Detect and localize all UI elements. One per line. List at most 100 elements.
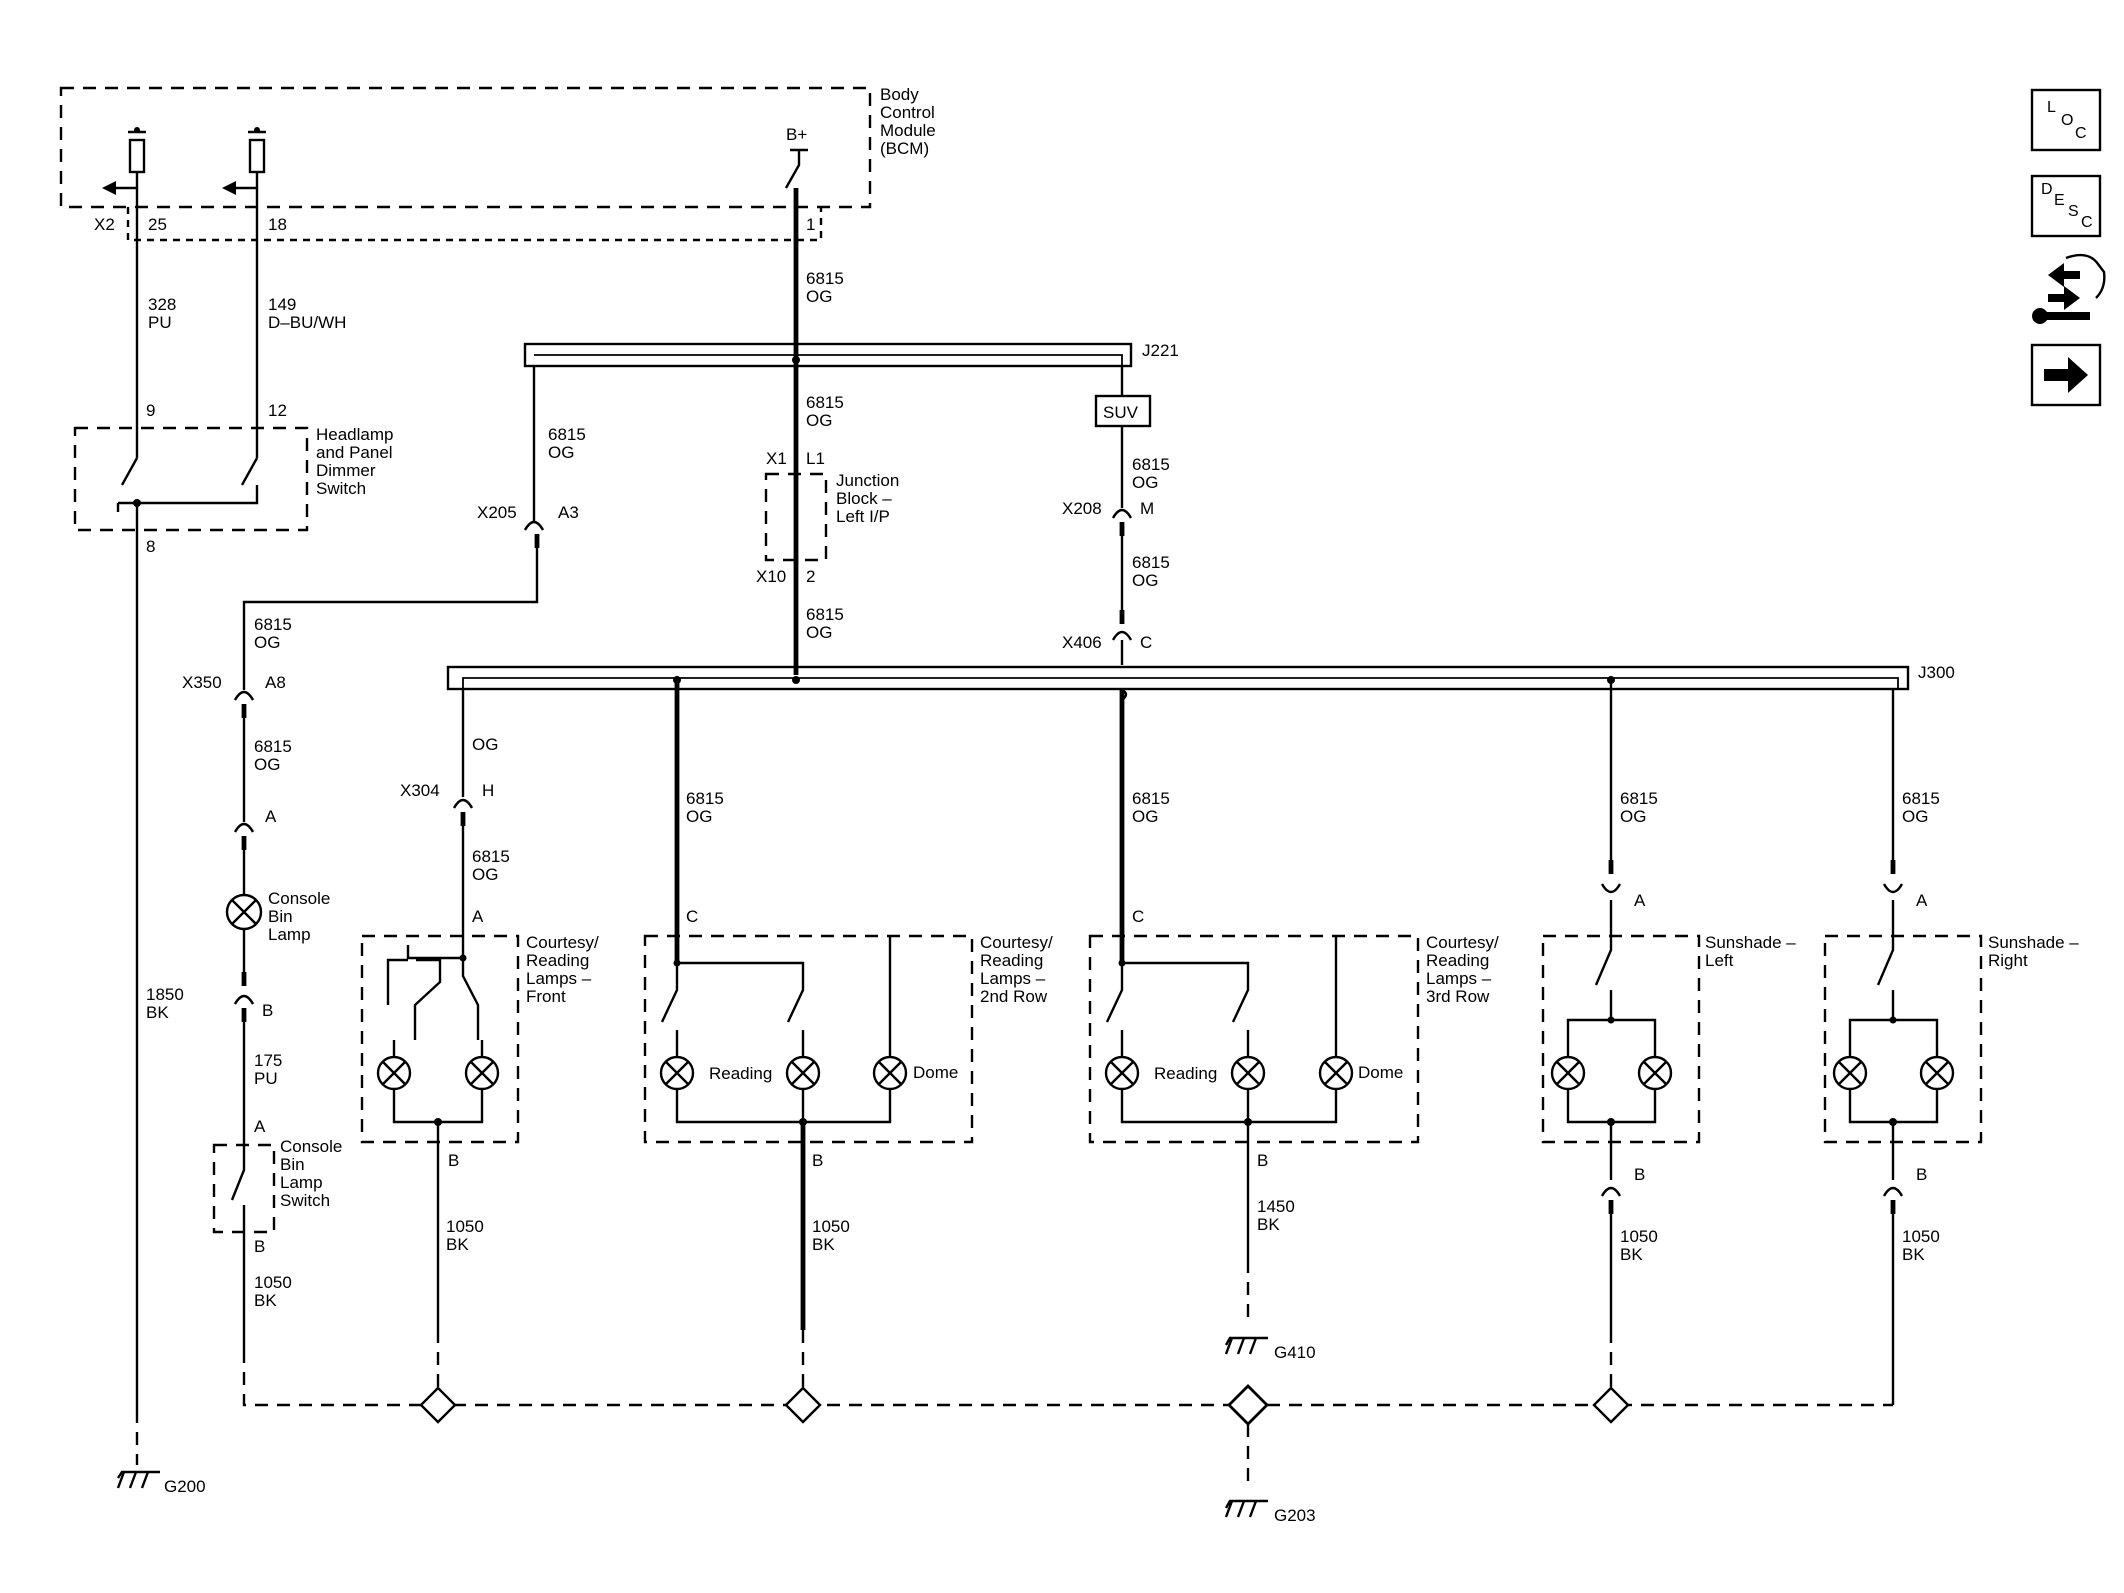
wire-6815-a-color: OG xyxy=(806,287,832,306)
wire-6815-e-num: 6815 xyxy=(254,615,292,634)
junction-block-left-ip: X1 L1 Junction Block – Left I/P X10 2 xyxy=(756,449,899,586)
headlamp-dimmer-switch: Headlamp and Panel Dimmer Switch xyxy=(73,425,394,532)
console-bin-lamp: Console Bin Lamp xyxy=(225,889,330,944)
loc-letter-l: L xyxy=(2047,99,2056,116)
row3-pin-c: C xyxy=(1132,907,1144,926)
console-lamp-title-1: Console xyxy=(268,889,330,908)
wire-175-color: PU xyxy=(254,1069,278,1088)
row2-pin-c: C xyxy=(686,907,698,926)
wire-1050-c-color: BK xyxy=(812,1235,835,1254)
wire-175-num: 175 xyxy=(254,1051,282,1070)
wire-6815-d-num: 6815 xyxy=(548,425,586,444)
wire-1450-color: BK xyxy=(1257,1215,1280,1234)
wire-1050-d-color: BK xyxy=(1620,1245,1643,1264)
bplus-label: B+ xyxy=(786,125,807,144)
sunleft-bulb-1 xyxy=(1550,1055,1586,1091)
sunright-pin-b: B xyxy=(1916,1165,1927,1184)
jblock-l1: L1 xyxy=(806,449,825,468)
description-nav-button[interactable]: D E S C xyxy=(2030,174,2102,238)
row3-bulb-reading-right xyxy=(1230,1055,1266,1091)
connector-x350: X350 A8 xyxy=(182,673,286,718)
j221-label: J221 xyxy=(1142,341,1179,360)
sunleft-conn-b xyxy=(1600,1186,1622,1197)
junction-j221: J221 xyxy=(523,341,1179,368)
wire-1050-a-num: 1050 xyxy=(254,1273,292,1292)
jblock-x10: X10 xyxy=(756,567,786,586)
loc-letter-o: O xyxy=(2061,112,2073,129)
row2-reading-label: Reading xyxy=(709,1064,772,1083)
wire-6815-h-num: 6815 xyxy=(1132,553,1170,572)
wire-6815-l-num: 6815 xyxy=(1620,789,1658,808)
row2-bulb-reading-right xyxy=(785,1055,821,1091)
wire-1050-a-color: BK xyxy=(254,1291,277,1310)
ground-g410: G410 xyxy=(1224,1336,1316,1362)
row3-title-2: Reading xyxy=(1426,951,1489,970)
j300-label: J300 xyxy=(1918,663,1955,682)
wire-6815-g-num: 6815 xyxy=(1132,455,1170,474)
next-arrow-button[interactable] xyxy=(2030,343,2102,407)
x205-label: X205 xyxy=(477,503,517,522)
console-switch-title-1: Console xyxy=(280,1137,342,1156)
sunleft-title-2: Left xyxy=(1705,951,1734,970)
x350-label: X350 xyxy=(182,673,222,692)
jblock-pin-2: 2 xyxy=(806,567,815,586)
wire-6815-i-num: 6815 xyxy=(472,847,510,866)
connector-console-lamp-b: B xyxy=(233,994,273,1022)
location-nav-button[interactable]: L O C xyxy=(2030,88,2102,152)
sunleft-bulb-2 xyxy=(1637,1055,1673,1091)
bcm-title-4: (BCM) xyxy=(880,139,929,158)
wire-328-num: 328 xyxy=(148,295,176,314)
wire-149-color: D–BU/WH xyxy=(268,313,346,332)
x208-pin: M xyxy=(1140,499,1154,518)
wire-6815-d-color: OG xyxy=(548,443,574,462)
ground-splice-3 xyxy=(1227,1384,1269,1426)
bcm-output-driver-1 xyxy=(102,127,146,195)
jblock-x1: X1 xyxy=(766,449,787,468)
x205-pin: A3 xyxy=(558,503,579,522)
wire-6815-k-color: OG xyxy=(1132,807,1158,826)
bcm-pin-1: 1 xyxy=(806,215,815,234)
wire-6815-a-num: 6815 xyxy=(806,269,844,288)
front-title-3: Lamps – xyxy=(526,969,592,988)
wire-1050-b-num: 1050 xyxy=(446,1217,484,1236)
bcm-title-2: Control xyxy=(880,103,935,122)
front-pin-a: A xyxy=(472,907,484,926)
x350-pin: A8 xyxy=(265,673,286,692)
wire-1050-b-color: BK xyxy=(446,1235,469,1254)
wire-6815-g-color: OG xyxy=(1132,473,1158,492)
bcm-pin-25: 25 xyxy=(148,215,167,234)
suv-label: SUV xyxy=(1103,403,1139,422)
wire-6815-j-num: 6815 xyxy=(686,789,724,808)
row3-bulb-reading-left xyxy=(1104,1055,1140,1091)
wire-6815-k-num: 6815 xyxy=(1132,789,1170,808)
console-switch-title-4: Switch xyxy=(280,1191,330,1210)
x304-pin: H xyxy=(482,781,494,800)
junction-j300: J300 xyxy=(446,663,1955,691)
row3-title-1: Courtesy/ xyxy=(1426,933,1499,952)
row2-title-2: Reading xyxy=(980,951,1043,970)
bcm-connector-x2: X2 xyxy=(94,215,115,234)
wire-1850-color: BK xyxy=(146,1003,169,1022)
ground-g203: G203 xyxy=(1224,1499,1316,1525)
sunshade-left: Sunshade – Left xyxy=(1541,900,1796,1144)
row3-pin-b: B xyxy=(1257,1151,1268,1170)
connector-repair-icon[interactable] xyxy=(2032,253,2106,324)
bplus-switch xyxy=(784,148,808,189)
row3-title-3: Lamps – xyxy=(1426,969,1492,988)
console-switch-pin-b: B xyxy=(254,1237,265,1256)
ground-g200-label: G200 xyxy=(164,1477,206,1496)
bcm-module: Body Control Module (BCM) B+ X2 25 18 1 xyxy=(59,85,936,242)
headlamp-pin-12: 12 xyxy=(268,401,287,420)
ground-bus xyxy=(242,1350,1893,1407)
courtesy-lamps-2nd-row: Reading Dome Courtesy/ Reading Lamps – 2… xyxy=(643,933,1053,1144)
wire-328-color: PU xyxy=(148,313,172,332)
row3-dome-label: Dome xyxy=(1358,1063,1403,1082)
console-lamp-title-2: Bin xyxy=(268,907,293,926)
connector-x205: X205 A3 xyxy=(477,503,579,548)
wire-6815-h-color: OG xyxy=(1132,571,1158,590)
courtesy-lamps-3rd-row: Reading Dome Courtesy/ Reading Lamps – 3… xyxy=(1088,933,1499,1144)
console-lamp-title-3: Lamp xyxy=(268,925,311,944)
wire-6815-f-color: OG xyxy=(254,755,280,774)
wire-1050-c-num: 1050 xyxy=(812,1217,850,1236)
ground-splice-4 xyxy=(1592,1386,1630,1424)
